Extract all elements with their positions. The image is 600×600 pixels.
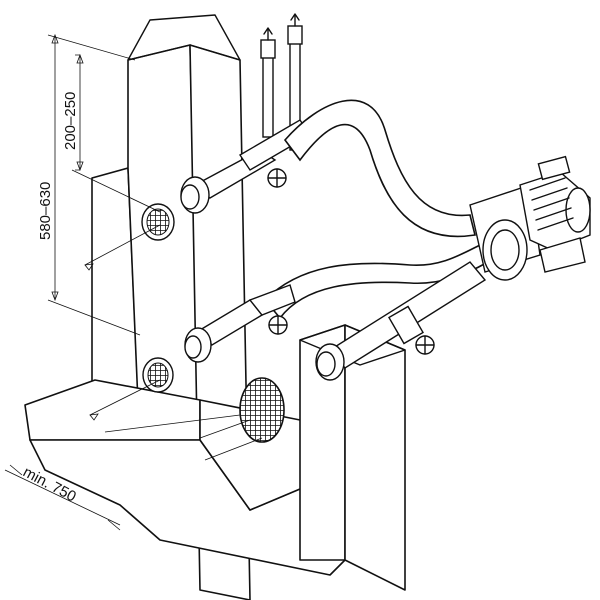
dimension-label-upper: 200–250	[62, 92, 79, 150]
concrete-block-right	[299, 324, 406, 591]
upper-pipe-system	[180, 13, 311, 214]
upper-inlet-nozzle	[141, 203, 175, 241]
lower-pipe-system	[184, 261, 487, 381]
flow-arrows	[84, 224, 263, 461]
pump-motor	[469, 155, 591, 281]
flex-hose-upper	[283, 99, 476, 238]
dimension-label-total: 580–630	[37, 182, 54, 240]
suction-grate	[239, 377, 285, 443]
lower-inlet-nozzle	[142, 357, 174, 393]
dimension-lines	[4, 33, 161, 531]
